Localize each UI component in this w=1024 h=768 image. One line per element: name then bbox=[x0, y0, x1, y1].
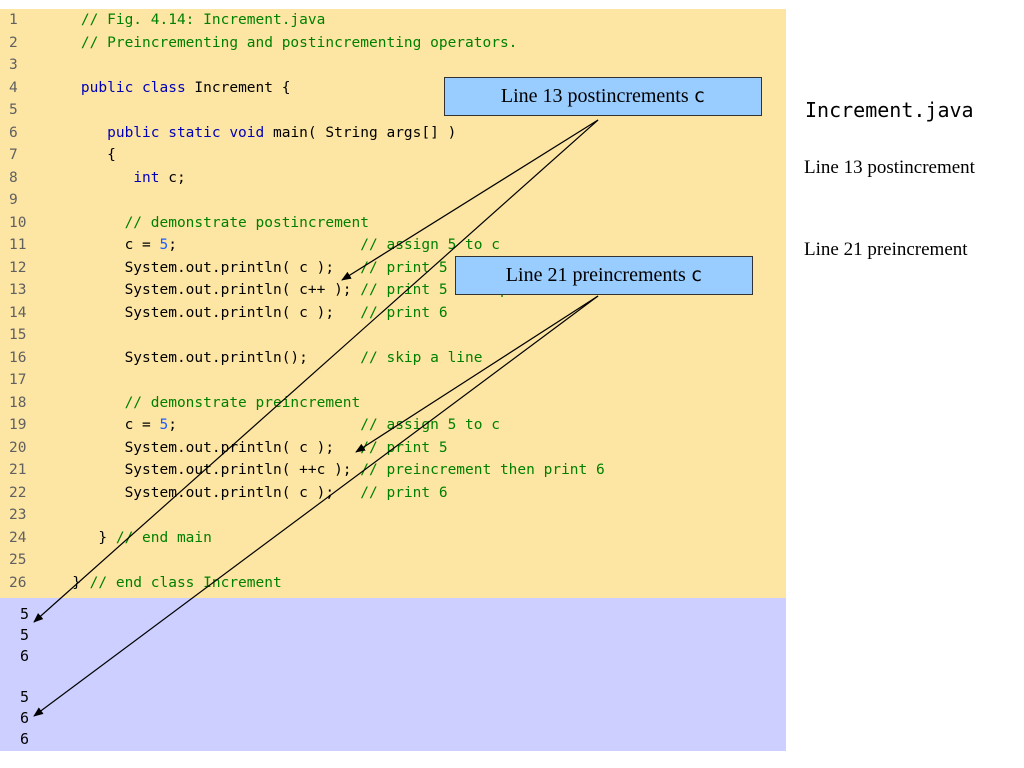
code-token: } bbox=[46, 529, 116, 546]
code-comment: // end class Increment bbox=[89, 574, 282, 591]
line-number: 21 bbox=[9, 462, 27, 478]
callout-postincrement: Line 13 postincrements c bbox=[444, 77, 762, 116]
code-text: System.out.println(); // skip a line bbox=[46, 347, 483, 369]
code-comment: // Fig. 4.14: Increment.java bbox=[46, 12, 326, 28]
code-token: { bbox=[46, 147, 116, 163]
code-keyword: int bbox=[133, 169, 160, 186]
line-number: 18 bbox=[9, 394, 27, 411]
line-number: 12 bbox=[9, 259, 27, 276]
line-number: 6 bbox=[9, 124, 18, 141]
line-number: 5 bbox=[9, 102, 18, 118]
callout-post-text: Line 13 postincrements bbox=[500, 85, 694, 107]
code-text: int c; bbox=[46, 167, 186, 189]
code-keyword: public static void bbox=[107, 124, 265, 141]
output-line: 6 bbox=[20, 646, 30, 665]
line-number: 16 bbox=[9, 349, 27, 366]
line-number: 11 bbox=[9, 237, 27, 253]
output-line: 6 bbox=[20, 729, 30, 748]
line-number: 8 bbox=[9, 169, 18, 186]
program-output: 5 5 6 5 6 6 bbox=[0, 598, 786, 751]
line-number: 9 bbox=[9, 192, 18, 208]
code-text: System.out.println( c ); // print 5 bbox=[46, 257, 448, 279]
code-token: System.out.println( ++c ); bbox=[46, 462, 361, 478]
code-comment: // Preincrementing and postincrementing … bbox=[46, 34, 518, 51]
code-token: System.out.println( c++ ); bbox=[46, 282, 361, 298]
line-number: 2 bbox=[9, 34, 18, 51]
code-token: System.out.println(); bbox=[46, 349, 361, 366]
code-text: public static void main( String args[] ) bbox=[46, 122, 456, 144]
code-token: main( String args[] ) bbox=[264, 124, 457, 141]
code-text: System.out.println( c ); // print 5 bbox=[46, 437, 448, 459]
code-comment: // print 5 bbox=[360, 259, 448, 276]
note-preincrement: Line 21 preincrement bbox=[804, 239, 968, 260]
code-token: c = bbox=[46, 417, 160, 433]
code-token: c; bbox=[159, 169, 186, 186]
code-token: ; bbox=[168, 237, 361, 253]
code-text: // demonstrate preincrement bbox=[46, 392, 361, 414]
callout-pre-text: Line 21 preincrements bbox=[505, 264, 691, 286]
code-token: ; bbox=[168, 417, 361, 433]
callout-preincrement: Line 21 preincrements c bbox=[455, 256, 753, 295]
code-text: } // end class Increment bbox=[46, 572, 282, 594]
code-number: 5 bbox=[159, 417, 169, 433]
code-token: Increment { bbox=[185, 79, 291, 96]
code-number: 5 bbox=[159, 237, 169, 253]
code-keyword: public class bbox=[80, 79, 186, 96]
output-line: 6 bbox=[20, 709, 30, 727]
file-title: Increment.java bbox=[805, 98, 974, 122]
line-number: 17 bbox=[9, 372, 27, 388]
line-number: 19 bbox=[9, 417, 27, 433]
arrow-post-to-output bbox=[33, 119, 599, 623]
code-token: System.out.println( c ); bbox=[46, 304, 361, 321]
code-comment: // assign 5 to c bbox=[360, 237, 500, 253]
callout-post-code: c bbox=[693, 85, 706, 107]
line-number: 1 bbox=[9, 12, 18, 28]
line-number: 25 bbox=[9, 552, 27, 568]
code-token: } bbox=[46, 574, 90, 591]
code-token: System.out.println( c ); bbox=[46, 439, 361, 456]
code-token: c = bbox=[46, 237, 160, 253]
code-text: System.out.println( c ); // print 6 bbox=[46, 302, 448, 324]
note-postincrement: Line 13 postincrement bbox=[804, 157, 975, 178]
code-comment: // demonstrate preincrement bbox=[46, 394, 361, 411]
code-text: System.out.println( ++c ); // preincreme… bbox=[46, 459, 605, 481]
code-text: // Fig. 4.14: Increment.java bbox=[46, 9, 325, 31]
line-number: 7 bbox=[9, 147, 18, 163]
code-text: } // end main bbox=[46, 527, 212, 549]
code-comment: // demonstrate postincrement bbox=[46, 214, 370, 231]
code-text: { bbox=[46, 144, 116, 166]
code-text: public class Increment { bbox=[46, 77, 291, 99]
code-comment: // print 6 bbox=[360, 484, 448, 501]
code-comment: // skip a line bbox=[360, 349, 483, 366]
output-line: 5 bbox=[20, 605, 30, 623]
code-token: System.out.println( c ); bbox=[46, 259, 361, 276]
line-number: 14 bbox=[9, 304, 27, 321]
code-comment: // preincrement then print 6 bbox=[360, 462, 605, 478]
code-text: // Preincrementing and postincrementing … bbox=[46, 32, 518, 54]
code-text: // demonstrate postincrement bbox=[46, 212, 369, 234]
line-number: 3 bbox=[9, 57, 18, 73]
line-number: 13 bbox=[9, 282, 27, 298]
line-number: 22 bbox=[9, 484, 27, 501]
line-number: 20 bbox=[9, 439, 27, 456]
arrow-post-to-code bbox=[341, 119, 599, 281]
arrow-pre-to-output bbox=[33, 295, 599, 717]
arrow-pre-to-code bbox=[355, 295, 599, 453]
line-number: 23 bbox=[9, 507, 27, 523]
code-comment: // print 6 bbox=[360, 304, 448, 321]
line-number: 26 bbox=[9, 574, 27, 591]
code-text: c = 5; // assign 5 to c bbox=[46, 234, 500, 256]
output-line: 5 bbox=[20, 688, 30, 707]
line-number: 10 bbox=[9, 214, 27, 231]
callout-pre-code: c bbox=[690, 264, 703, 286]
output-line: 5 bbox=[20, 625, 30, 644]
code-comment: // assign 5 to c bbox=[360, 417, 500, 433]
line-number: 15 bbox=[9, 327, 27, 343]
code-comment: // end main bbox=[115, 529, 212, 546]
line-number: 4 bbox=[9, 79, 18, 96]
line-number: 24 bbox=[9, 529, 27, 546]
code-text: c = 5; // assign 5 to c bbox=[46, 414, 500, 436]
